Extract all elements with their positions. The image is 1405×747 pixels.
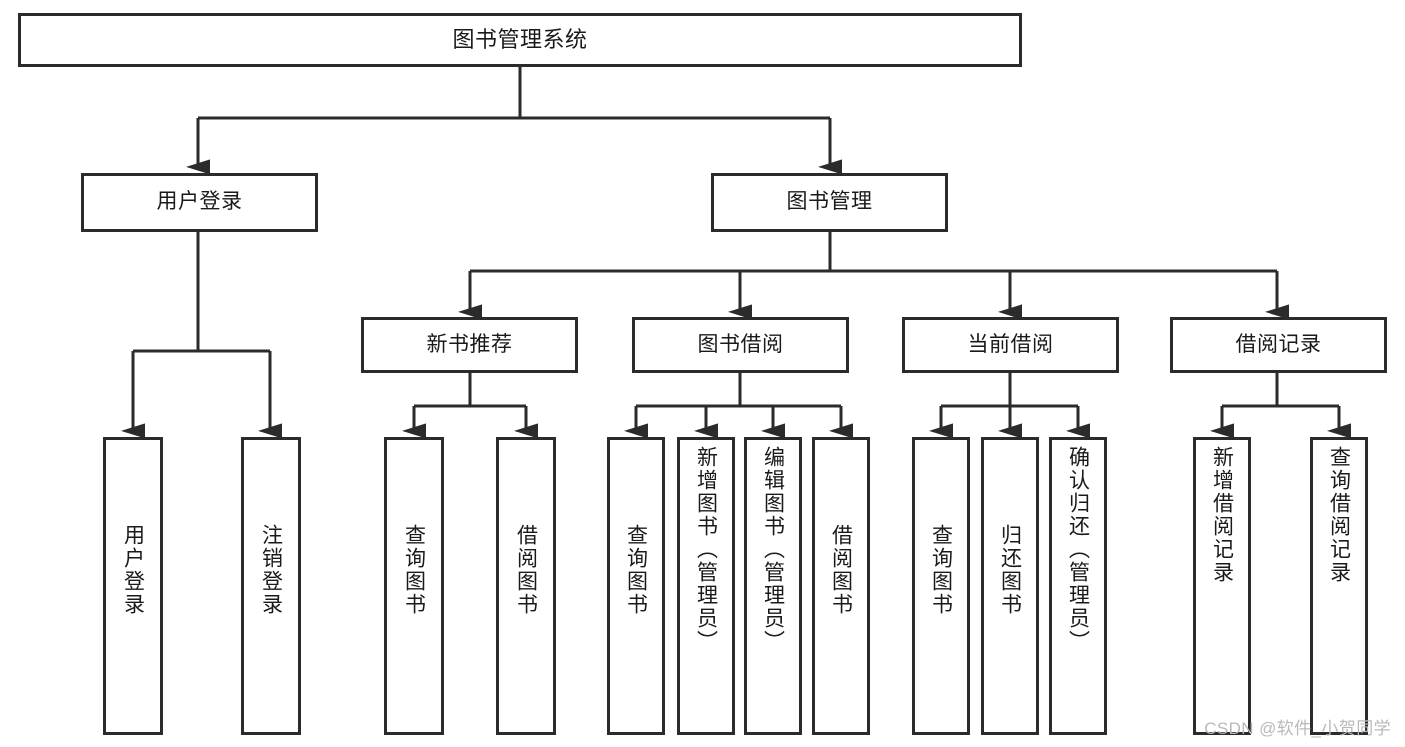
node-leaf-add-book[interactable]: 新增图书（管理员） <box>677 437 735 735</box>
csdn-watermark: CSDN @软件_小贺同学 <box>1204 719 1391 738</box>
node-leaf-query-record[interactable]: 查询借阅记录 <box>1310 437 1368 735</box>
node-borrow-record[interactable]: 借阅记录 <box>1170 317 1387 373</box>
node-leaf-add-record[interactable]: 新增借阅记录 <box>1193 437 1251 735</box>
node-leaf-logout-label: 注销登录 <box>259 524 283 616</box>
node-new-book-rec[interactable]: 新书推荐 <box>361 317 578 373</box>
node-leaf-borrow-book-1-label: 借阅图书 <box>514 524 538 616</box>
node-new-book-rec-label: 新书推荐 <box>426 332 513 356</box>
node-leaf-logout[interactable]: 注销登录 <box>241 437 301 735</box>
node-user-login-label: 用户登录 <box>156 190 243 214</box>
node-user-login[interactable]: 用户登录 <box>81 173 318 232</box>
node-root-label: 图书管理系统 <box>452 27 588 53</box>
node-leaf-user-login-label: 用户登录 <box>121 524 145 616</box>
node-leaf-confirm-return-label: 确认归还（管理员） <box>1066 446 1090 653</box>
node-leaf-confirm-return[interactable]: 确认归还（管理员） <box>1049 437 1107 735</box>
node-leaf-borrow-book-2-label: 借阅图书 <box>829 524 853 616</box>
node-leaf-query-record-label: 查询借阅记录 <box>1327 446 1351 584</box>
node-leaf-return-book-label: 归还图书 <box>998 524 1022 616</box>
node-leaf-add-book-label: 新增图书（管理员） <box>694 446 718 653</box>
node-leaf-borrow-book-2[interactable]: 借阅图书 <box>812 437 870 735</box>
node-leaf-query-book-1[interactable]: 查询图书 <box>384 437 444 735</box>
node-current-borrow[interactable]: 当前借阅 <box>902 317 1119 373</box>
node-borrow-record-label: 借阅记录 <box>1235 332 1322 356</box>
node-leaf-borrow-book-1[interactable]: 借阅图书 <box>496 437 556 735</box>
node-leaf-user-login[interactable]: 用户登录 <box>103 437 163 735</box>
node-book-borrow[interactable]: 图书借阅 <box>632 317 849 373</box>
node-book-borrow-label: 图书借阅 <box>697 332 784 356</box>
node-leaf-query-book-3[interactable]: 查询图书 <box>912 437 970 735</box>
node-current-borrow-label: 当前借阅 <box>967 332 1054 356</box>
node-leaf-query-book-2[interactable]: 查询图书 <box>607 437 665 735</box>
node-leaf-return-book[interactable]: 归还图书 <box>981 437 1039 735</box>
node-leaf-query-book-2-label: 查询图书 <box>624 524 648 616</box>
node-book-manage-label: 图书管理 <box>786 190 873 214</box>
node-book-manage[interactable]: 图书管理 <box>711 173 948 232</box>
node-leaf-add-record-label: 新增借阅记录 <box>1210 446 1234 584</box>
node-root[interactable]: 图书管理系统 <box>18 13 1022 67</box>
node-leaf-query-book-3-label: 查询图书 <box>929 524 953 616</box>
node-leaf-edit-book[interactable]: 编辑图书（管理员） <box>744 437 802 735</box>
node-leaf-edit-book-label: 编辑图书（管理员） <box>761 446 785 653</box>
node-leaf-query-book-1-label: 查询图书 <box>402 524 426 616</box>
